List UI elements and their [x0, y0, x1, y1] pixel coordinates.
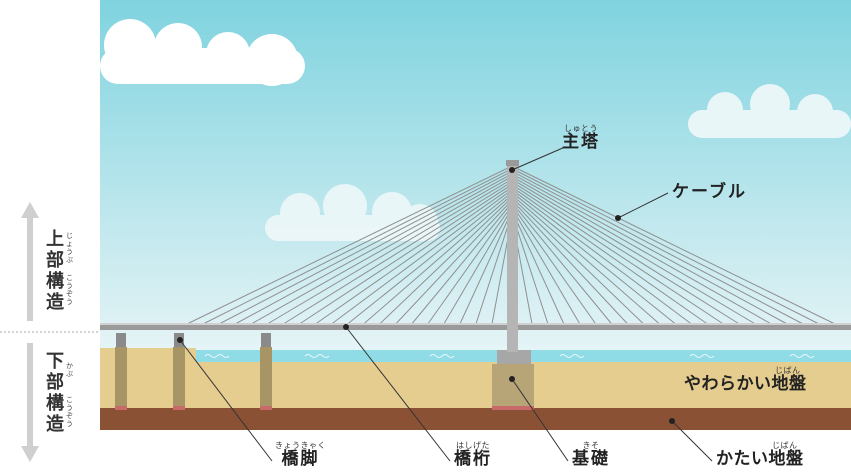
lower-char-1: 下 [46, 351, 64, 372]
cable-left-12 [379, 197, 513, 325]
label-hard-ground: じばん かたい地盤 [716, 441, 804, 469]
cable-right-15 [511, 205, 597, 325]
cable-left-9 [331, 189, 513, 325]
lower-arrow-icon [21, 343, 39, 462]
label-soft-ground: じばん やわらかい地盤 [684, 366, 807, 394]
lower-char-3: 構 [46, 393, 64, 414]
cable-left-13 [395, 199, 513, 325]
cable-right-1 [511, 168, 820, 325]
cable-left-18 [475, 213, 513, 325]
bridge-deck-highlight [100, 323, 851, 325]
hard-ground [100, 408, 851, 430]
upper-char-2: 部 [46, 250, 64, 271]
label-girder: はしげた 橋桁 [454, 441, 492, 469]
cable-left-15 [427, 205, 513, 325]
label-hard-ground-ruby: じばん [772, 441, 798, 450]
cable-right-2 [511, 170, 804, 325]
lower-char-4: 造 [46, 414, 64, 435]
upper-ruby-2: こうぞう [66, 274, 73, 306]
cable-right-3 [511, 173, 788, 325]
lower-ruby-2: こうぞう [66, 396, 73, 428]
leader-lines [179, 146, 713, 462]
cable-left-3 [234, 173, 513, 325]
label-main-tower-text: 主塔 [562, 132, 600, 152]
cable-right-6 [511, 181, 740, 325]
cloud-center [265, 184, 440, 241]
cable-left-5 [267, 178, 513, 325]
cable-left-4 [250, 176, 513, 325]
upper-char-1: 上 [46, 229, 64, 250]
label-main-tower: しゅとう 主塔 [562, 124, 600, 152]
label-hard-ground-text: かたい地盤 [716, 449, 804, 469]
cable-left-8 [315, 186, 513, 325]
cable-left-0 [186, 165, 513, 325]
lower-char-2: 部 [46, 372, 64, 393]
cable-left-10 [347, 191, 513, 325]
label-soft-ground-ruby: じばん [775, 366, 801, 375]
foundation-base [492, 406, 534, 410]
cable-right-8 [511, 186, 708, 325]
water-waves [204, 354, 815, 358]
label-girder-ruby: はしげた [456, 441, 490, 450]
cable-right-9 [511, 189, 692, 325]
cable-left-14 [411, 202, 513, 325]
main-tower [507, 162, 518, 352]
cable-right-10 [511, 191, 676, 325]
label-pier: きょうきゃく 橋脚 [275, 441, 326, 469]
main-tower-top [506, 160, 519, 166]
label-soft-ground-text: やわらかい地盤 [684, 374, 807, 394]
lower-ruby-1: かぶ [66, 362, 73, 378]
cable-left-7 [299, 184, 513, 325]
cable-left-2 [218, 170, 513, 325]
upper-char-3: 構 [46, 271, 64, 292]
leader-dots [177, 167, 675, 424]
label-cable: ケーブル [672, 183, 747, 202]
cable-left-11 [363, 194, 513, 325]
cable-right-5 [511, 178, 756, 325]
cable-right-14 [511, 202, 613, 325]
upper-char-4: 造 [46, 292, 64, 313]
label-foundation-text: 基礎 [572, 449, 610, 469]
cloud-left [100, 19, 305, 86]
label-foundation-ruby: きそ [582, 441, 600, 450]
cable-right-7 [511, 184, 724, 325]
cloud-right [688, 84, 851, 138]
cable-left-1 [202, 168, 513, 325]
cable-right-4 [511, 176, 772, 325]
label-foundation: きそ 基礎 [572, 441, 610, 469]
label-cable-text: ケーブル [672, 182, 747, 202]
cable-right-0 [511, 165, 836, 325]
label-girder-text: 橋桁 [454, 449, 492, 469]
cable-right-17 [511, 210, 565, 325]
label-main-tower-ruby: しゅとう [564, 124, 598, 133]
upper-ruby-1: じょうぶ [66, 232, 73, 264]
upper-arrow-icon [21, 202, 39, 321]
label-pier-text: 橋脚 [281, 449, 320, 469]
soft-ground [100, 362, 851, 408]
cable-left-17 [459, 210, 513, 325]
water [100, 350, 851, 362]
cable-left-6 [283, 181, 513, 325]
cable-right-13 [511, 199, 629, 325]
cable-right-11 [511, 194, 660, 325]
bridge-deck [100, 323, 851, 330]
cable-right-12 [511, 197, 644, 325]
cable-right-16 [511, 207, 581, 325]
cable-left-16 [443, 207, 513, 325]
label-pier-ruby: きょうきゃく [275, 441, 326, 450]
foundation-cap [497, 350, 531, 364]
